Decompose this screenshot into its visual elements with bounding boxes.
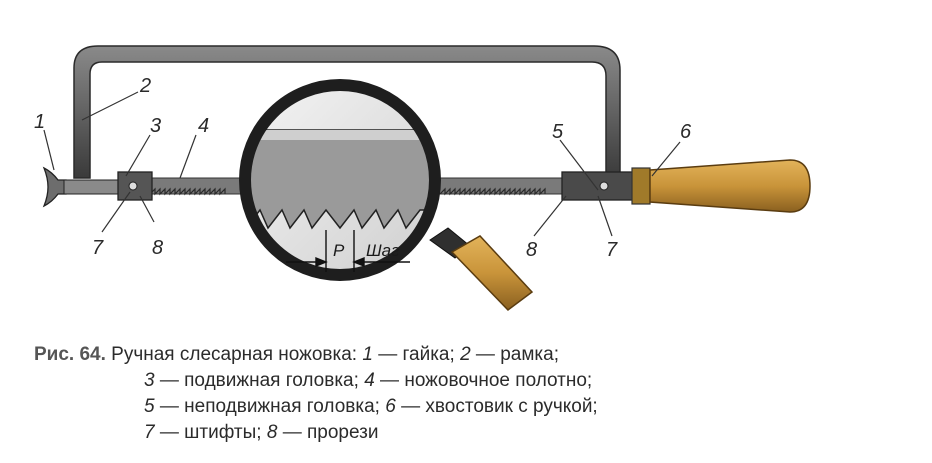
figure-caption: Рис. 64. Ручная слесарная ножовка: 1 — г… <box>34 342 598 446</box>
caption-line-4: 7 — штифты; 8 — прорези <box>34 420 598 446</box>
pitch-marker <box>286 230 410 272</box>
pin-left <box>128 181 138 191</box>
blade-teeth <box>149 187 546 196</box>
label-1: 1 <box>34 111 45 133</box>
caption-item-num: 3 <box>144 370 155 391</box>
caption-item-text: — гайка; <box>378 344 455 365</box>
label-4: 4 <box>198 115 209 137</box>
caption-line-3: 5 — неподвижная головка; 6 — хвостовик с… <box>34 394 598 420</box>
tension-screw <box>63 179 123 195</box>
caption-item-text: — штифты; <box>159 422 262 443</box>
label-8-left: 8 <box>152 237 163 259</box>
caption-item-num: 2 <box>460 344 471 365</box>
caption-item-num: 4 <box>364 370 375 391</box>
caption-item-num: 8 <box>266 422 278 443</box>
pin-right <box>599 181 609 191</box>
pitch-word: Шаг <box>366 241 400 260</box>
label-7-left: 7 <box>92 237 104 259</box>
label-6: 6 <box>680 121 692 143</box>
caption-item-text: — ножовочное полотно; <box>380 370 593 391</box>
ferrule <box>631 167 651 205</box>
caption-line-1: Рис. 64. Ручная слесарная ножовка: 1 — г… <box>34 342 598 368</box>
caption-item-text: — прорези <box>282 422 379 443</box>
caption-item-num: 6 <box>385 396 396 417</box>
wooden-handle <box>649 159 811 213</box>
magnifier-rim <box>239 79 441 281</box>
magnifier-grip <box>450 235 534 311</box>
label-3: 3 <box>150 115 161 137</box>
hacksaw-diagram: P Шаг 1 2 3 4 5 6 7 8 8 7 <box>34 45 811 311</box>
label-8-right: 8 <box>526 239 537 261</box>
caption-item-text: — хвостовик с ручкой; <box>401 396 598 417</box>
magnified-blade <box>245 129 435 230</box>
caption-title: Ручная слесарная ножовка: <box>111 344 358 365</box>
caption-line-2: 3 — подвижная головка; 4 — ножовочное по… <box>34 368 598 394</box>
caption-item-num: 5 <box>144 396 155 417</box>
caption-item-text: — неподвижная головка; <box>159 396 380 417</box>
wing-nut <box>42 166 67 208</box>
caption-item-num: 7 <box>144 422 155 443</box>
label-7-right: 7 <box>606 239 618 261</box>
leader-lines <box>43 91 681 237</box>
caption-item-text: — рамка; <box>475 344 559 365</box>
fixed-head <box>561 171 635 201</box>
figure-ref: Рис. 64. <box>34 344 106 365</box>
caption-item-text: — подвижная головка; <box>159 370 359 391</box>
label-2: 2 <box>139 75 151 97</box>
label-5: 5 <box>552 121 564 143</box>
pitch-symbol: P <box>333 241 345 260</box>
caption-item-num: 1 <box>362 344 373 365</box>
